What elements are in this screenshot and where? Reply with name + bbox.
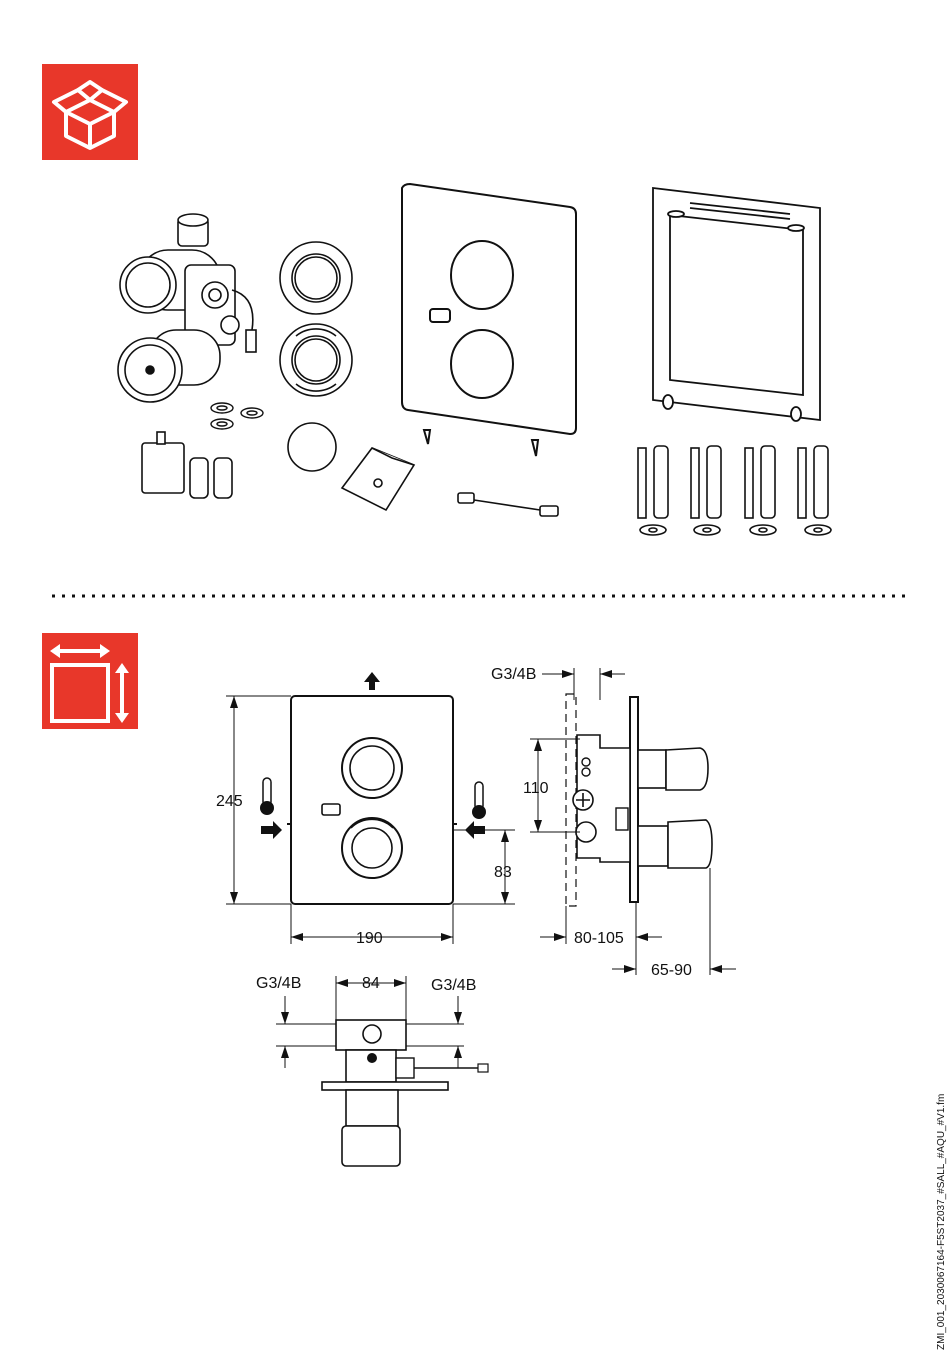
dim-245: 245 bbox=[216, 793, 243, 810]
washers-drawing bbox=[211, 403, 263, 429]
cold-thermometer-icon bbox=[260, 778, 282, 839]
battery-block-drawing bbox=[142, 432, 232, 498]
screw-bag-drawing bbox=[342, 448, 414, 510]
dim-84: 84 bbox=[362, 975, 380, 992]
connector-cable-drawing bbox=[458, 493, 558, 516]
dim-g34b-left: G3/4B bbox=[256, 975, 301, 992]
dim-110: 110 bbox=[523, 780, 549, 797]
dim-80-105: 80-105 bbox=[574, 930, 624, 947]
rosettes-drawing bbox=[280, 242, 352, 471]
document-reference: ZMI_001_2030067164-F5ST2037_#SALL_#AQU_#… bbox=[936, 1094, 947, 1350]
dim-83: 83 bbox=[494, 864, 512, 881]
thermostat-body-drawing bbox=[118, 214, 256, 402]
dim-65-90: 65-90 bbox=[651, 962, 692, 979]
top-view-drawing bbox=[276, 976, 488, 1166]
bolts-and-sleeves-drawing bbox=[638, 446, 831, 535]
dim-g34b-side: G3/4B bbox=[491, 666, 536, 683]
dim-190: 190 bbox=[356, 930, 383, 947]
dim-g34b-right: G3/4B bbox=[431, 977, 476, 994]
mounting-frame-drawing bbox=[653, 188, 820, 421]
side-view-drawing bbox=[530, 668, 736, 975]
front-view-drawing bbox=[226, 672, 515, 944]
cover-plate-drawing bbox=[402, 184, 576, 456]
